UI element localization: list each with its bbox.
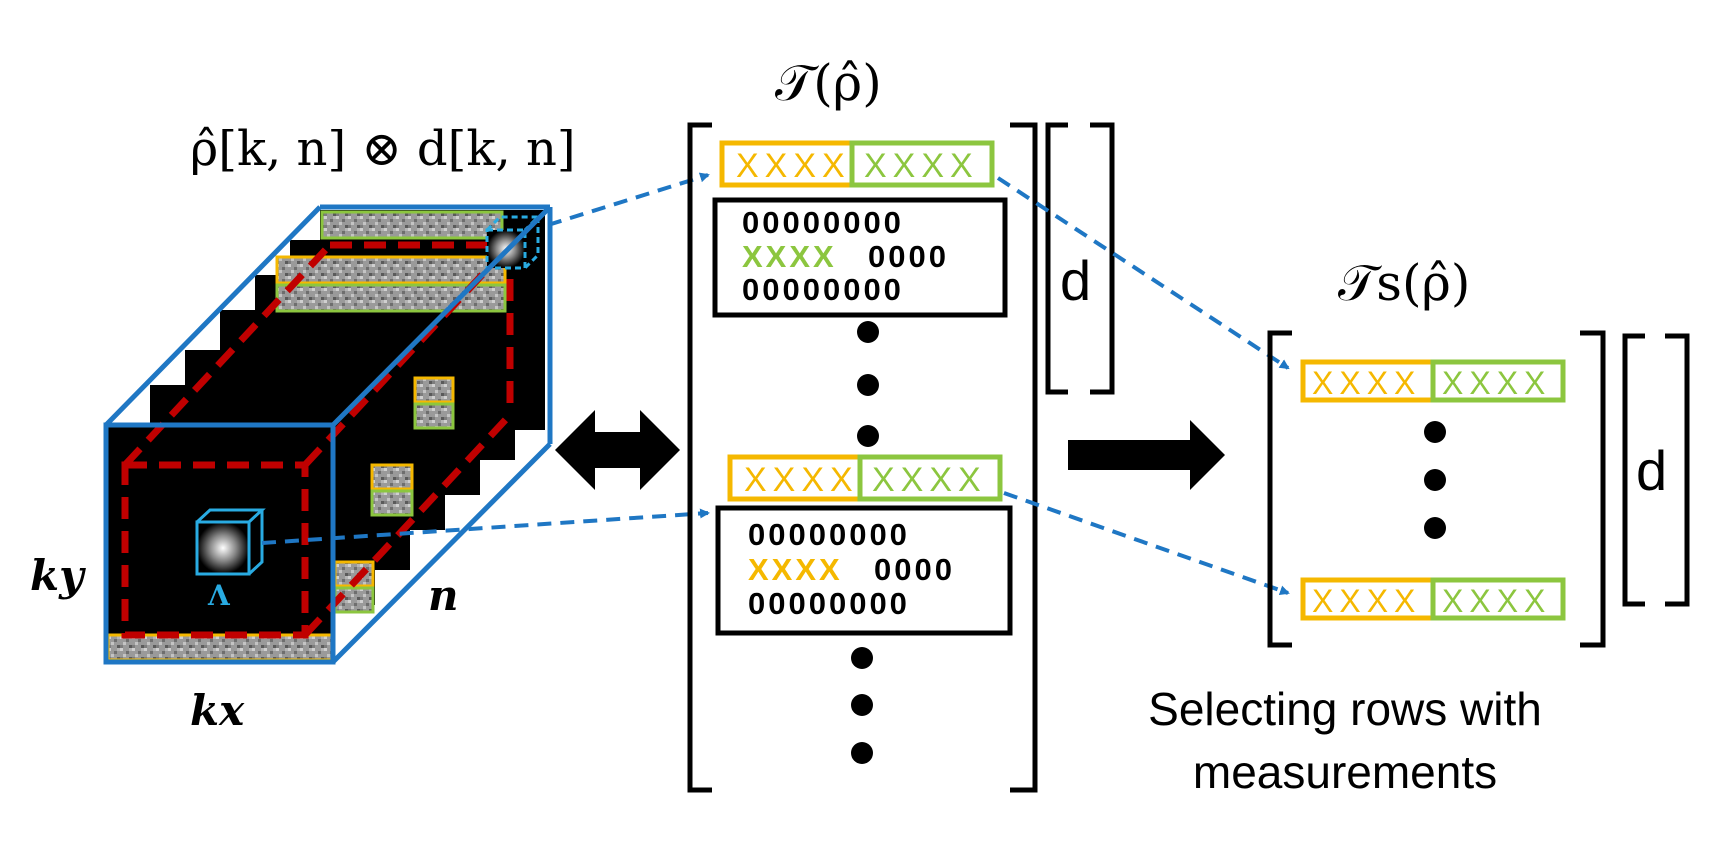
ts-rho-label: 𝒯s(ρ̂): [1338, 254, 1470, 312]
t-block-1-row-1: 00000000: [742, 205, 904, 240]
t-matrix: XXXX XXXX 00000000 XXXX 0000 00000000 XX…: [687, 122, 1038, 793]
t-block-1-row-2-x: XXXX: [742, 239, 837, 274]
side-noise-patches: [333, 376, 455, 614]
ts-row-top-green-x: XXXX: [1442, 365, 1551, 401]
bottom-noise-strip: [106, 633, 335, 662]
t-dots-lower: [851, 647, 873, 764]
tensor-product-label: ρ̂[k, n] ⊗ d[k, n]: [190, 121, 576, 177]
t-block-1-row-2-zeros: 0000: [868, 239, 949, 274]
t-block-2-row-3: 00000000: [748, 586, 910, 621]
caption-line-2: measurements: [1193, 746, 1497, 798]
t-row-middle: XXXX XXXX: [727, 454, 1003, 502]
kspace-cube: [103, 204, 553, 665]
cube-to-matrix-arrows: [261, 172, 710, 545]
t-block-2-row-2-zeros: 0000: [874, 552, 955, 587]
t-row-top-orange-x: XXXX: [736, 147, 851, 185]
t-rho-label: 𝒯(ρ̂): [775, 54, 882, 112]
t-row-top: XXXX XXXX: [719, 140, 995, 188]
kx-label: kx: [190, 686, 245, 735]
t-block-2-row-2-x: XXXX: [748, 552, 843, 587]
t-block-1-row-3: 00000000: [742, 272, 904, 307]
double-arrow: [555, 410, 680, 490]
ts-row-top-orange-x: XXXX: [1312, 365, 1421, 401]
t-dots-upper: [857, 321, 879, 447]
ky-label: ky: [30, 551, 86, 600]
t-row-middle-green-x: XXXX: [872, 461, 987, 499]
t-row-middle-orange-x: XXXX: [744, 461, 859, 499]
ts-dots: [1424, 421, 1446, 539]
t-block-1: 00000000 XXXX 0000 00000000: [712, 197, 1008, 318]
d-top-label: d: [1060, 249, 1091, 312]
n-label: n: [428, 571, 459, 620]
ts-row-bottom-green-x: XXXX: [1442, 583, 1551, 619]
caption-line-1: Selecting rows with: [1148, 683, 1542, 735]
blue-cube-outline: [103, 204, 553, 665]
select-arrow: [1068, 420, 1225, 490]
matrix-to-selected-arrows: [996, 176, 1290, 596]
t-block-2-row-1: 00000000: [748, 517, 910, 552]
t-block-2: 00000000 XXXX 0000 00000000: [715, 505, 1013, 636]
ts-row-bottom: XXXX XXXX: [1300, 577, 1566, 621]
ts-row-top: XXXX XXXX: [1300, 359, 1566, 403]
d-bracket-top: d: [1045, 122, 1115, 395]
t-row-top-green-x: XXXX: [864, 147, 979, 185]
d-bracket-right: d: [1622, 333, 1690, 607]
lambda-cube: [195, 508, 266, 576]
d-right-label: d: [1636, 439, 1667, 502]
lambda-label: Λ: [207, 579, 231, 612]
ts-matrix: XXXX XXXX XXXX XXXX: [1267, 330, 1606, 648]
ts-row-bottom-orange-x: XXXX: [1312, 583, 1421, 619]
